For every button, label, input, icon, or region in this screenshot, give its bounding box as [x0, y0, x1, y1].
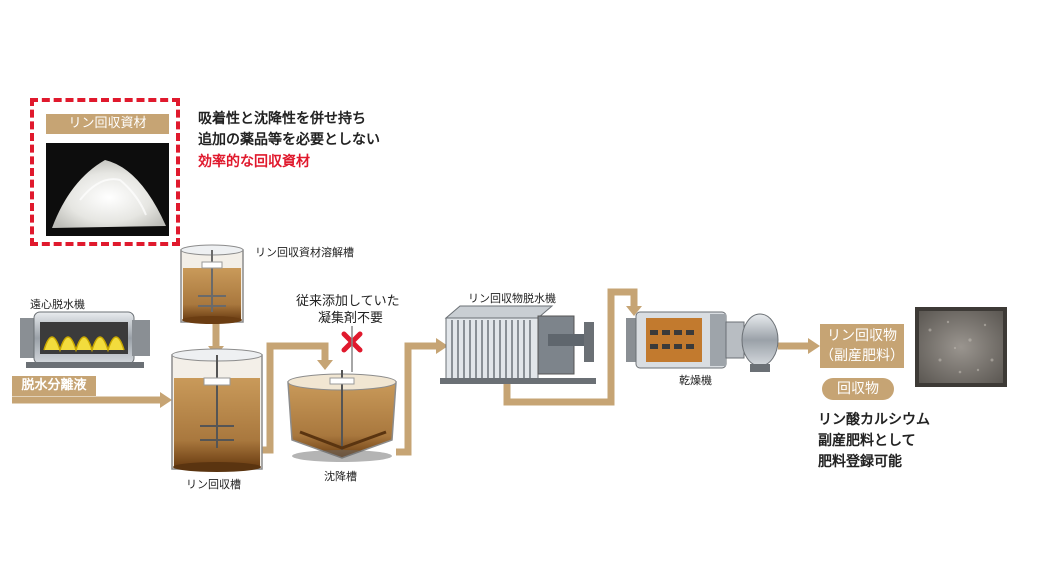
pipe-recovery-to-settling: [262, 342, 329, 454]
product-label: リン回収物 （副産肥料）: [820, 324, 904, 368]
product-desc-line-3: 肥料登録可能: [818, 454, 902, 470]
arrowheads: [160, 306, 820, 408]
filter-press-label: リン回収物脱水機: [468, 292, 556, 305]
filtrate-label: 脱水分離液: [12, 376, 96, 396]
material-desc-line-2: 追加の薬品等を必要としない: [198, 132, 380, 148]
product-photo: [915, 307, 1007, 387]
settling-tank-graphic: [287, 370, 397, 462]
filter-press-graphic: [440, 305, 596, 384]
product-desc-line-1: リン酸カルシウム: [818, 412, 930, 428]
centrifuge-graphic: [20, 311, 150, 368]
recovery-tank-label: リン回収槽: [186, 478, 241, 491]
centrifuge-label: 遠心脱水機: [30, 298, 85, 311]
pipes: [12, 288, 810, 456]
dissolving-tank-label: リン回収資材溶解槽: [255, 246, 354, 259]
coagulant-note-line-2: 凝集剤不要: [318, 311, 384, 326]
settling-tank-label: 沈降槽: [324, 470, 357, 483]
pipe-settling-to-dewaterer: [396, 342, 436, 456]
product-label-line-1: リン回収物: [827, 328, 897, 344]
material-callout-box: [30, 98, 180, 246]
product-label-line-2: （副産肥料）: [820, 348, 904, 364]
dryer-label: 乾燥機: [679, 374, 712, 387]
material-desc-line-1: 吸着性と沈降性を併せ持ち: [198, 111, 366, 127]
recovery-tank-graphic: [171, 348, 263, 472]
product-desc-line-2: 副産肥料として: [818, 433, 916, 449]
dissolving-tank-graphic: [180, 244, 244, 324]
pipe-dewaterer-to-dryer: [503, 288, 638, 406]
material-photo: [46, 143, 169, 236]
dryer-graphic: [626, 311, 779, 372]
material-desc-highlight: 効率的な回収資材: [198, 154, 310, 170]
product-badge: 回収物: [822, 378, 894, 400]
material-label: リン回収資材: [46, 114, 169, 134]
coagulant-note-line-1: 従来添加していた: [296, 294, 400, 309]
